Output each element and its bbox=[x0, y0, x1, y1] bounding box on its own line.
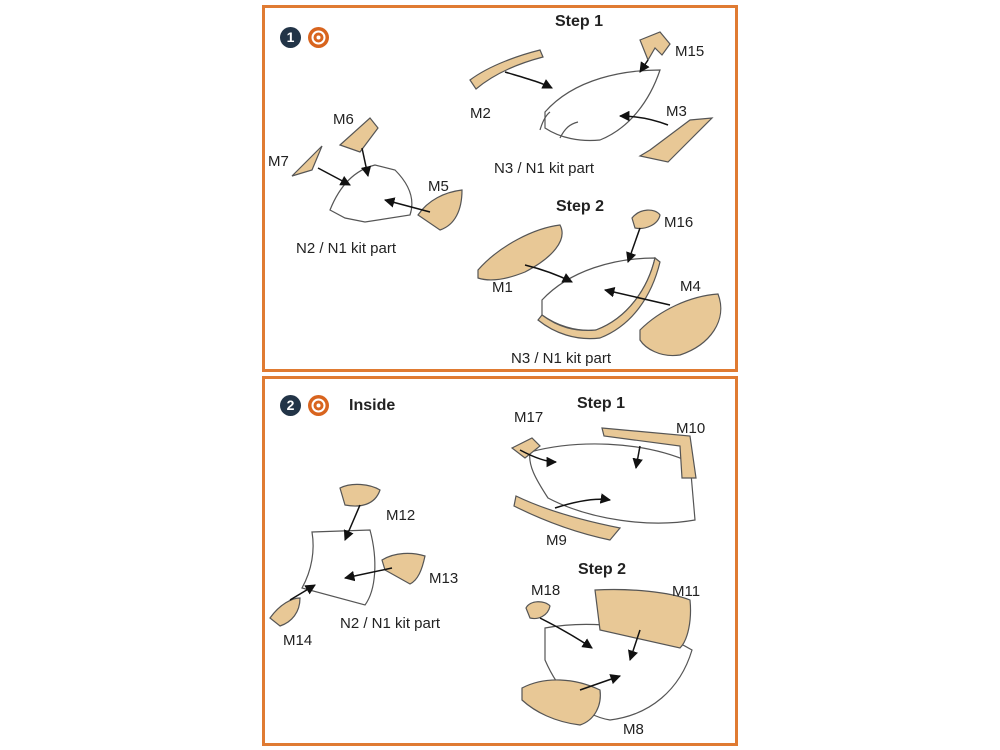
label-m14: M14 bbox=[283, 632, 313, 649]
label-m2: M2 bbox=[470, 105, 491, 122]
arrow-m14 bbox=[289, 584, 316, 601]
canopy-part-n3-step1 bbox=[544, 69, 661, 142]
mask-m6 bbox=[338, 117, 379, 153]
arrow-m15 bbox=[639, 59, 650, 73]
canopy-part-n3-step2-band bbox=[537, 256, 661, 340]
label-m15: M15 bbox=[675, 43, 705, 60]
arrow-m8 bbox=[579, 674, 621, 691]
label-m3: M3 bbox=[666, 103, 687, 120]
label-m7: M7 bbox=[268, 153, 289, 170]
label-m18: M18 bbox=[531, 582, 561, 599]
label-m13: M13 bbox=[429, 570, 459, 587]
label-m9: M9 bbox=[546, 532, 567, 549]
mask-m18 bbox=[525, 601, 551, 620]
polishing-tool-icon bbox=[308, 395, 329, 416]
arrow-m2 bbox=[504, 71, 553, 89]
arrow-m11 bbox=[628, 629, 641, 661]
mask-m13 bbox=[381, 552, 426, 585]
arrow-m18 bbox=[539, 617, 593, 649]
mask-m12 bbox=[339, 483, 381, 507]
section-1-number-badge: 1 bbox=[280, 27, 301, 48]
label-m4: M4 bbox=[680, 278, 701, 295]
canopy-part-n3-step1-edge bbox=[539, 111, 579, 139]
section-2-step-1-title: Step 1 bbox=[577, 395, 626, 412]
arrow-m6 bbox=[360, 147, 372, 178]
label-n2-section1: N2 / N1 kit part bbox=[296, 240, 397, 257]
mask-m15 bbox=[639, 31, 671, 62]
frame-inner-n2 bbox=[301, 529, 376, 606]
label-m11: M11 bbox=[672, 583, 701, 600]
section-1-step-2-title: Step 2 bbox=[556, 198, 605, 215]
arrow-m4 bbox=[603, 287, 671, 306]
arrow-m12 bbox=[343, 504, 361, 541]
label-m1: M1 bbox=[492, 279, 513, 296]
canopy-part-n3-step2 bbox=[541, 257, 656, 331]
mask-m14 bbox=[269, 597, 301, 627]
mask-m16 bbox=[631, 209, 661, 230]
mask-m8 bbox=[521, 679, 601, 726]
arrow-m9 bbox=[554, 493, 612, 509]
section-2-inside-title: Inside bbox=[349, 397, 396, 414]
arrow-m7 bbox=[317, 167, 351, 186]
arrow-m3 bbox=[618, 110, 669, 126]
mask-m10 bbox=[601, 427, 697, 479]
label-m10: M10 bbox=[676, 420, 706, 437]
arrow-m16 bbox=[626, 227, 641, 263]
polishing-tool-icon bbox=[308, 27, 329, 48]
label-n2-section2: N2 / N1 kit part bbox=[340, 615, 441, 632]
arrow-m10 bbox=[632, 445, 643, 470]
mask-m17 bbox=[510, 437, 541, 459]
label-n3-step1: N3 / N1 kit part bbox=[494, 160, 595, 177]
mask-m4 bbox=[639, 293, 722, 357]
arrow-m1 bbox=[524, 264, 573, 283]
label-m5: M5 bbox=[428, 178, 449, 195]
mask-m5 bbox=[417, 189, 463, 231]
arrow-m13 bbox=[343, 567, 393, 582]
mask-m9 bbox=[513, 495, 622, 541]
section-1-step-1-title: Step 1 bbox=[555, 13, 604, 30]
label-m17: M17 bbox=[514, 409, 544, 426]
mask-m11 bbox=[594, 588, 692, 649]
label-m6: M6 bbox=[333, 111, 354, 128]
label-m12: M12 bbox=[386, 507, 416, 524]
arrow-m5 bbox=[383, 197, 431, 213]
label-n3-step2: N3 / N1 kit part bbox=[511, 350, 612, 367]
mask-m1 bbox=[477, 224, 563, 281]
frame-part-n2 bbox=[329, 164, 413, 223]
section-2-step-2-title: Step 2 bbox=[578, 561, 627, 578]
mask-m2 bbox=[469, 49, 544, 90]
arrow-m17 bbox=[519, 449, 558, 468]
section-2-number-badge: 2 bbox=[280, 395, 301, 416]
mask-m3 bbox=[638, 117, 714, 163]
label-m16: M16 bbox=[664, 214, 694, 231]
mask-m7 bbox=[291, 145, 323, 177]
label-m8: M8 bbox=[623, 721, 644, 738]
